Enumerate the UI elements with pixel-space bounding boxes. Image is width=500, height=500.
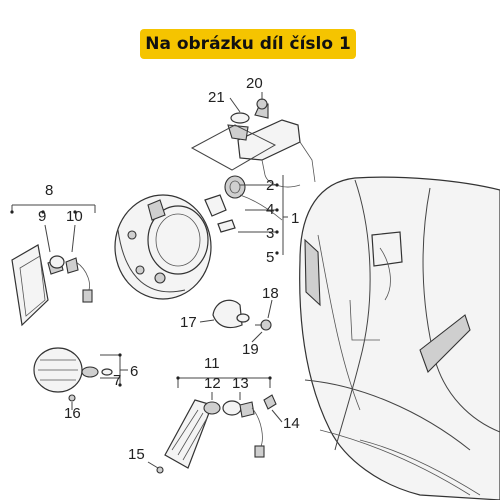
label-6: 6 <box>130 363 138 380</box>
label-9: 9 <box>38 208 46 225</box>
front-shield <box>299 176 500 500</box>
title-banner: Na obrázku díl číslo 1 <box>140 29 356 59</box>
label-10: 10 <box>66 208 83 225</box>
label-13: 13 <box>232 375 249 392</box>
left-indicator <box>11 244 93 327</box>
label-15: 15 <box>128 446 145 463</box>
headlight-bulb <box>204 175 283 233</box>
label-16: 16 <box>64 405 81 422</box>
label-20: 20 <box>246 75 263 92</box>
leader-lines <box>10 92 288 469</box>
label-17: 17 <box>180 314 197 331</box>
label-21: 21 <box>208 89 225 106</box>
label-19: 19 <box>242 341 259 358</box>
small-lamp <box>33 347 113 402</box>
part-labels: 1 2 3 4 5 6 7 8 9 10 11 12 13 14 15 16 1… <box>38 75 300 463</box>
clip-screw <box>212 299 272 331</box>
label-5: 5 <box>266 249 274 266</box>
headlight-bowl <box>114 194 212 300</box>
label-18: 18 <box>262 285 279 302</box>
banner-text: Na obrázku díl číslo 1 <box>145 34 351 54</box>
label-11: 11 <box>204 355 220 372</box>
label-4: 4 <box>266 201 274 218</box>
label-14: 14 <box>283 415 300 432</box>
label-8: 8 <box>45 182 53 199</box>
label-3: 3 <box>266 225 274 242</box>
lower-indicator <box>156 394 277 474</box>
label-7: 7 <box>113 372 121 389</box>
label-12: 12 <box>204 375 221 392</box>
label-1: 1 <box>291 210 299 227</box>
label-2: 2 <box>266 177 274 194</box>
